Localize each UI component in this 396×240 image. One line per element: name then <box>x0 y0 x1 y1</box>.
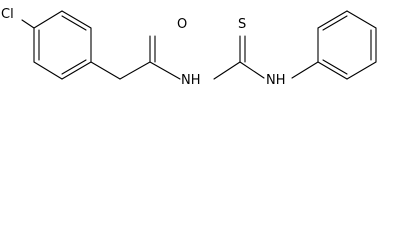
bond <box>61 61 92 80</box>
molecule-diagram: Cl O NH S NH <box>1 7 377 88</box>
phenyl-ring <box>317 10 377 80</box>
bond <box>291 61 319 79</box>
structure-canvas: Cl O NH S NH <box>0 0 396 107</box>
chlorophenyl-ring <box>33 10 92 80</box>
atom-label-cl: Cl <box>1 7 14 22</box>
bond <box>213 61 241 80</box>
bond <box>61 10 92 29</box>
bond <box>149 61 181 80</box>
double-bond-inner <box>322 15 348 31</box>
bond <box>33 10 63 29</box>
atom-label-nh: NH <box>181 73 201 88</box>
double-bond-inner <box>322 59 348 75</box>
double-bond-inner <box>61 15 87 31</box>
bond <box>90 61 121 80</box>
bond <box>346 61 377 80</box>
bond-cl <box>21 19 35 29</box>
atom-label-o: O <box>177 17 187 32</box>
bond <box>239 61 265 79</box>
atom-label-nh: NH <box>266 73 286 88</box>
bond <box>317 61 348 80</box>
bond <box>33 61 63 80</box>
double-bond-inner <box>61 59 87 75</box>
bond <box>317 10 348 29</box>
bond <box>119 61 151 80</box>
bond <box>346 10 377 29</box>
atom-label-s: S <box>238 17 246 32</box>
